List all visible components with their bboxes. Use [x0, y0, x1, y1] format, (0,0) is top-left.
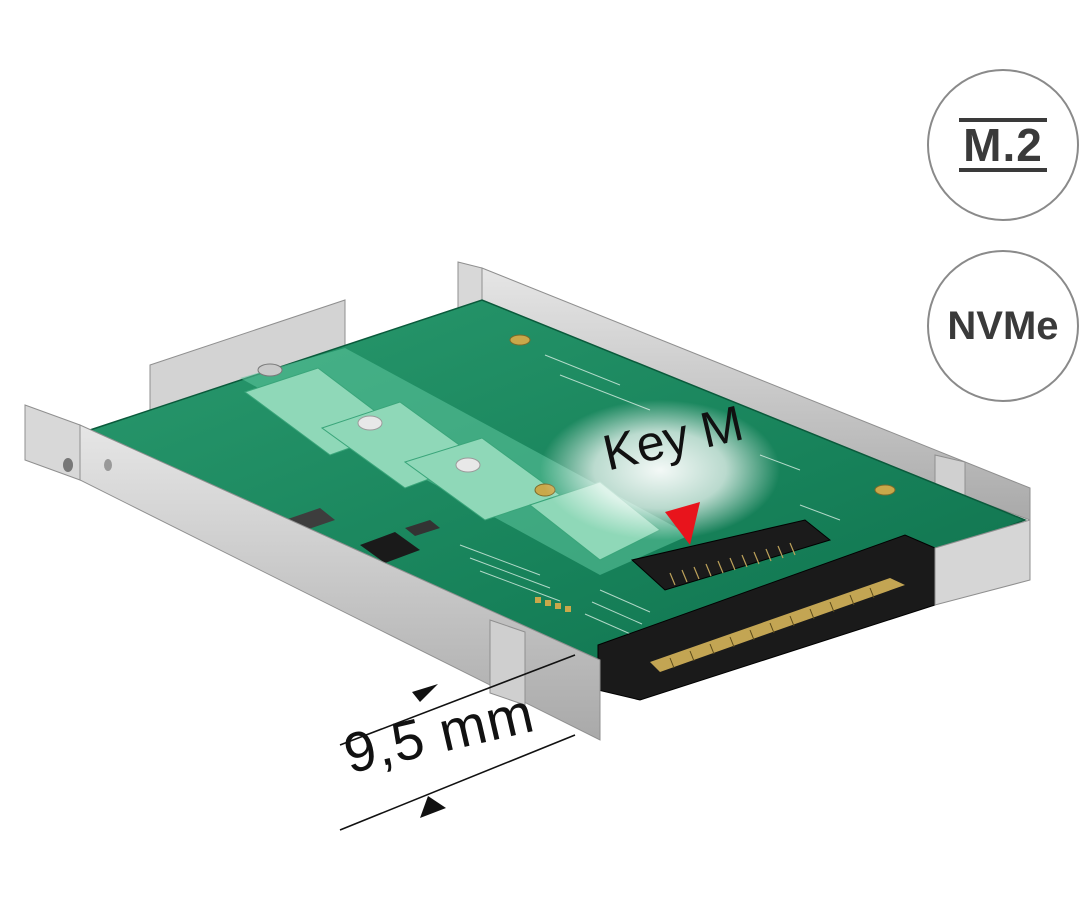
m2-badge: M.2 — [927, 69, 1079, 221]
key-arrow-icon — [665, 502, 700, 545]
nvme-badge: NVMe — [927, 250, 1079, 402]
highlight-glow — [540, 400, 780, 540]
dimension-arrow-top-icon — [412, 684, 438, 702]
m2-badge-text: M.2 — [959, 118, 1047, 172]
nvme-badge-text: NVMe — [947, 303, 1059, 348]
frame-front-rail — [24, 404, 601, 741]
frame-right-tab — [934, 519, 1031, 606]
m2-socket — [630, 519, 832, 591]
dimension-arrow-bottom-icon — [420, 796, 446, 818]
dimension-lines — [339, 654, 576, 831]
